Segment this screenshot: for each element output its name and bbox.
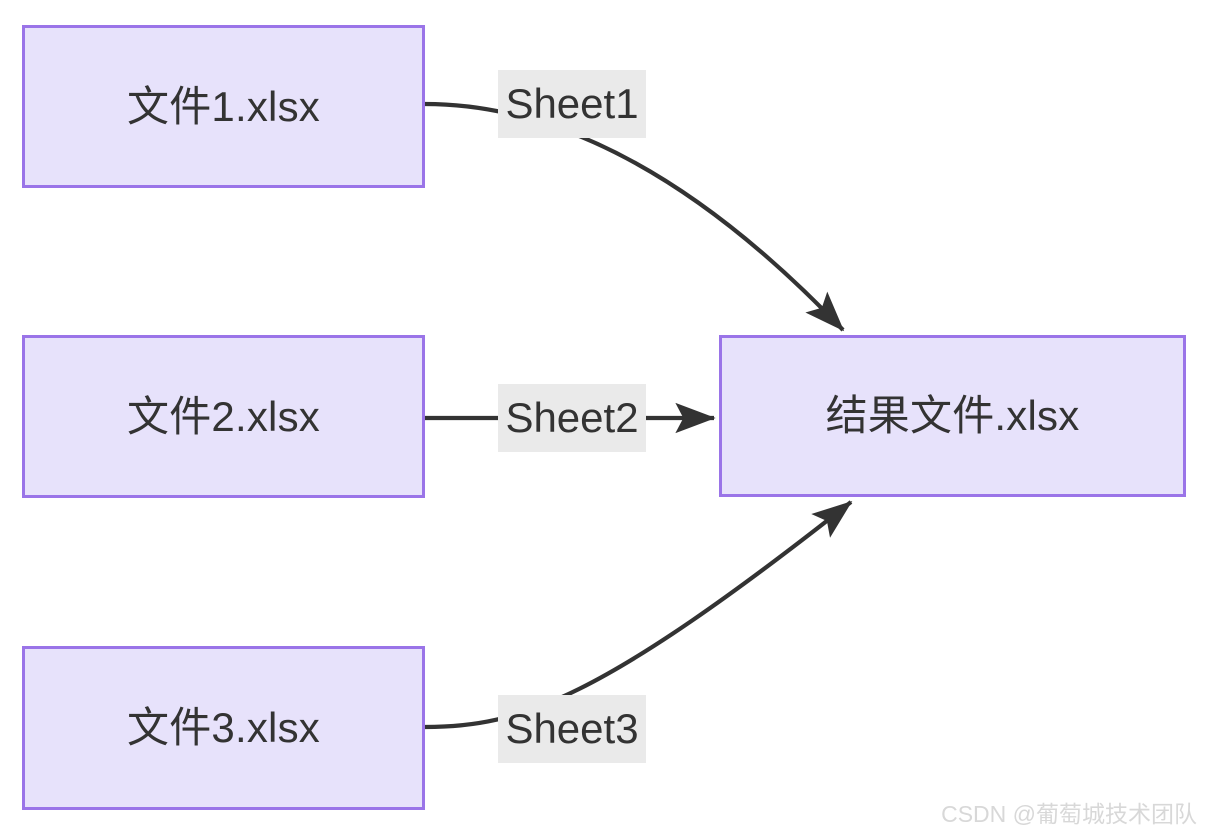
node-file2[interactable]: 文件2.xlsx xyxy=(22,335,425,498)
edge-label-sheet2-text: Sheet2 xyxy=(505,394,639,441)
edge-file3-to-result xyxy=(424,500,853,730)
edge-label-sheet3-text: Sheet3 xyxy=(505,705,639,752)
node-file1[interactable]: 文件1.xlsx xyxy=(22,25,425,188)
node-file3[interactable]: 文件3.xlsx xyxy=(22,646,425,810)
edge-label-sheet2: Sheet2 xyxy=(498,384,646,452)
edge-label-sheet1: Sheet1 xyxy=(498,70,646,138)
watermark: CSDN @葡萄城技术团队 xyxy=(941,801,1197,827)
node-file2-label: 文件2.xlsx xyxy=(127,392,320,440)
edge-label-sheet3: Sheet3 xyxy=(498,695,646,763)
node-result-label: 结果文件.xlsx xyxy=(825,392,1080,439)
edge-label-sheet1-text: Sheet1 xyxy=(505,80,639,127)
node-file3-label: 文件3.xlsx xyxy=(127,704,320,751)
node-file1-label: 文件1.xlsx xyxy=(127,82,320,130)
node-result[interactable]: 结果文件.xlsx xyxy=(719,335,1186,497)
